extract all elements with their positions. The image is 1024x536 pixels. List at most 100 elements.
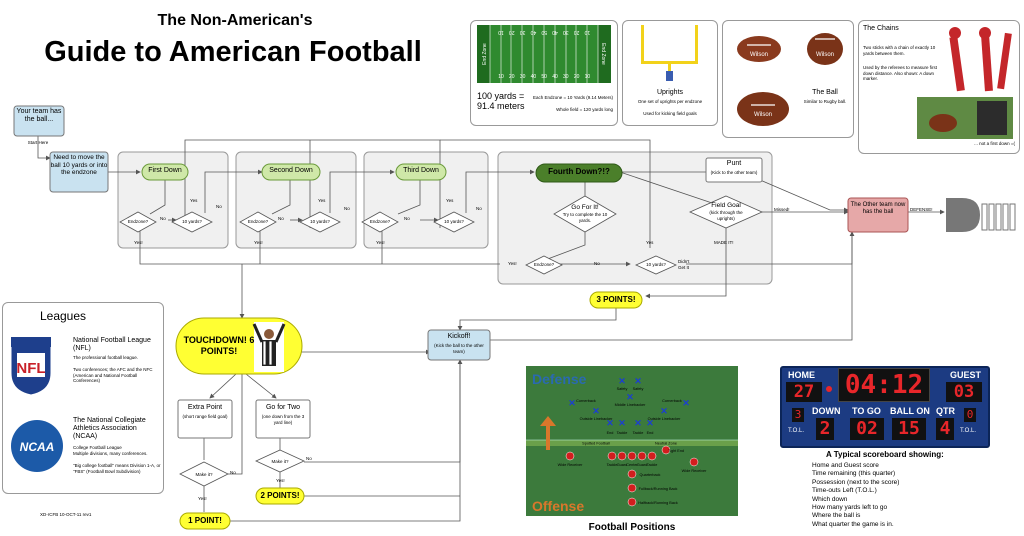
yards-decision-3 (433, 211, 475, 233)
to-go-label: TO GO (852, 406, 881, 416)
field-goal-label: Field Goal (711, 202, 741, 209)
leagues-title: Leagues (39, 309, 87, 323)
qtr-value: 4 (936, 418, 954, 440)
yard-number-top: 10 (584, 29, 590, 35)
scoreboard-caption-line: Home and Guest score (812, 462, 879, 469)
start-here-label: Start Here (27, 140, 49, 145)
yard-number-top: 40 (552, 29, 558, 35)
endzone-q-3: Endzone? (369, 219, 391, 224)
yard-number-bottom: 40 (531, 74, 537, 80)
one-point-label: 1 POINT! (188, 516, 222, 525)
go-for-two-box (255, 399, 311, 439)
chains-caption: ... not a first down =( (974, 141, 1015, 146)
yard-number-top: 20 (509, 29, 515, 35)
one-point-node (179, 512, 231, 530)
title-small: The Non-American's (157, 12, 313, 29)
ncaa-logo: NCAA (11, 420, 63, 472)
yard-number-top: 50 (541, 29, 547, 35)
field-goal-desc: (kick through the uprights) (709, 210, 743, 221)
home-tol-label: T.O.L. (788, 428, 805, 434)
two-points-node (255, 487, 305, 505)
wide-receiver-marker-2 (689, 457, 699, 467)
uprights-desc2: Used for kicking field goals (643, 111, 697, 116)
yards-decision-4 (635, 255, 677, 275)
go-for-two-label: Go for Two (265, 404, 301, 411)
outside-lb-label-1: Outside Linebacker (580, 417, 613, 421)
safety-label-2: Safety (633, 387, 644, 391)
football-icon-3 (737, 92, 789, 126)
endzone-decision-2 (239, 211, 277, 233)
guard-label-1: Guard (617, 463, 628, 467)
uprights-title: Uprights (656, 89, 684, 96)
scoreboard-caption-line: Time-outs Left (T.O.L.) (812, 487, 877, 495)
guest-tol: 0 (964, 408, 976, 422)
yard-number-top: 10 (498, 29, 504, 35)
neutral-zone-label: Neutral Zone (655, 442, 677, 446)
tight-end-label: Tight End (668, 449, 684, 453)
outside-lb-x-1: ✕ (592, 406, 600, 416)
fullback-marker (627, 483, 637, 493)
yard-number-top: 40 (530, 29, 536, 35)
make-it-label-2: Make it? (271, 459, 289, 464)
yes-excl-5: Yes! (198, 496, 207, 501)
yards-decision-2 (299, 211, 341, 233)
scoreboard-caption-list: Home and Guest score Time remaining (thi… (812, 462, 899, 529)
field-goal-node (689, 195, 763, 229)
first-down-label: First Down (148, 167, 182, 174)
center-marker (627, 451, 637, 461)
ncaa-desc3: "Big college football" means Division 1-… (73, 463, 161, 474)
endzone-desc: Each Endzone = 10 Yards (9.14 Meters) (533, 95, 614, 100)
punt-box (705, 157, 763, 183)
chains-desc2: Used by the referees to measure first do… (863, 65, 938, 81)
spotted-football-label: Spotted Football (582, 442, 610, 446)
direction-arrow-icon (540, 416, 556, 450)
three-points-node (589, 291, 643, 309)
nfl-desc2: Two conferences; the AFC and the NFC (Am… (73, 367, 153, 383)
ncaa-name: The National Collegiate Athletics Associ… (73, 417, 146, 440)
punt-label: Punt (726, 160, 742, 167)
ball-desc: Similar to Rugby ball. (803, 99, 847, 104)
go-for-it-node (553, 195, 617, 233)
ncaa-desc: College Football League (73, 445, 122, 450)
cornerback-x-2: ✕ (682, 398, 690, 408)
footballs-image: Wilson Wilson Wilson (737, 33, 843, 126)
wide-receiver-label-1: Wide Receiver (558, 463, 583, 467)
qtr-label: QTR (936, 406, 955, 416)
home-tol: 3 (792, 408, 804, 422)
chains-desc: Two sticks with a chain of exactly 10 ya… (863, 45, 936, 56)
endzone-right-label: End Zone (600, 43, 606, 65)
no-label-2: No (278, 216, 284, 221)
to-go-value: 02 (850, 418, 884, 440)
yard-number-top: 30 (520, 29, 526, 35)
no-label-6: No (344, 206, 350, 211)
make-it-label-1: Make it? (195, 472, 213, 477)
kickoff-desc: (Kick the ball to the other team) (434, 343, 484, 354)
guard-marker-2 (637, 451, 647, 461)
guest-label: GUEST (950, 370, 982, 380)
endzone-decision-1 (119, 211, 157, 233)
yes-excl-2: Yes! (254, 240, 263, 245)
page-title: Guide to American Football (44, 36, 422, 68)
yards-decision-1 (171, 211, 213, 233)
kickoff-box (427, 329, 491, 361)
middle-lb-label: Middle Linebacker (615, 403, 647, 407)
leagues-panel: Leagues NFL National Football League (NF… (2, 302, 164, 494)
yard-number-bottom: 40 (552, 74, 558, 80)
ball-panel: Wilson Wilson Wilson The Ball Similar to… (722, 20, 854, 138)
down-label: DOWN (812, 406, 841, 416)
game-clock: 04:12 (838, 368, 930, 402)
scoreboard-caption-line: Possession (next to the score) (812, 478, 900, 486)
middle-lb-x: ✕ (626, 392, 634, 402)
endzone-q-2: Endzone? (247, 219, 269, 224)
possession-indicator (826, 386, 832, 392)
yard-number-bottom: 10 (498, 74, 504, 80)
defense-d-icon (946, 198, 1016, 232)
didnt-get-it-label: Didn't Get It (678, 259, 690, 270)
guest-score: 03 (946, 382, 982, 402)
yard-number-bottom: 30 (563, 74, 569, 80)
yes-label-1: Yes (190, 198, 198, 203)
endzone-left-label: End Zone (482, 43, 488, 65)
no-label-1: No (160, 216, 166, 221)
yard-number-bottom: 30 (520, 74, 526, 80)
